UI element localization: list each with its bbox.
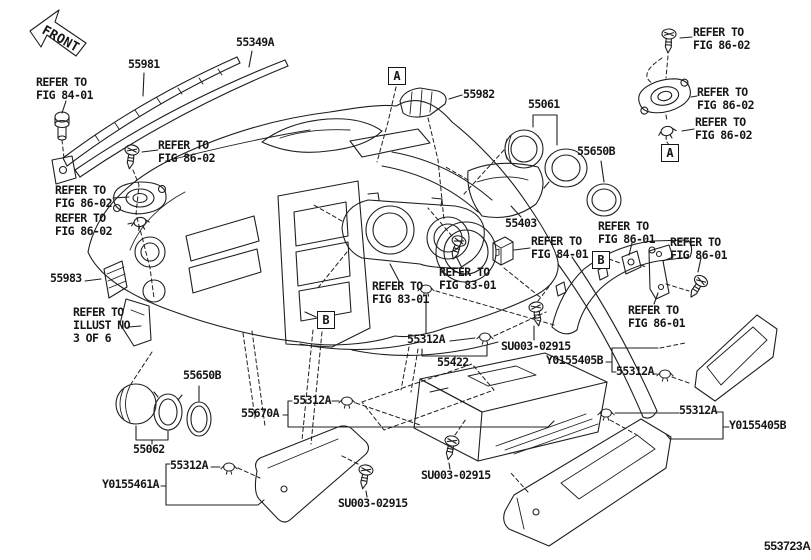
- part-label-55422: 55422: [437, 355, 469, 369]
- ref-label-fig83-01-right: REFER TO FIG 83-01: [439, 265, 497, 293]
- part-label-55312a-center: 55312A: [293, 393, 332, 407]
- register-55062: [115, 383, 183, 431]
- front-arrow-icon: [29, 9, 87, 57]
- bolt-fig84-01: [54, 111, 70, 141]
- louver-55983: [103, 260, 128, 299]
- part-label-55650b-bottom: 55650B: [183, 368, 222, 382]
- part-label-55312a-bottom-left: 55312A: [170, 458, 209, 472]
- clip-55312a-bottom-left-icon: [220, 462, 238, 475]
- part-label-su003-center: SU003-02915: [421, 468, 491, 482]
- footer-code: 553723A: [764, 539, 811, 553]
- defroster-strip-55349a: [74, 59, 289, 178]
- strip-end-clip: [51, 155, 77, 185]
- part-label-y0155405b-bottom: Y0155405B: [729, 418, 787, 432]
- part-label-55981: 55981: [128, 57, 160, 71]
- ref-label-fig86-02-right-screw: REFER TO FIG 86-02: [693, 25, 751, 53]
- clip-55312a-center-icon: [338, 396, 356, 409]
- part-label-55312a-mid-right: 55312A: [616, 364, 655, 378]
- defroster-strip-55981: [62, 56, 241, 167]
- part-label-55349a: 55349A: [236, 35, 275, 49]
- relay-fig84-01: [492, 236, 514, 266]
- screw-fig86-02-right-icon: [660, 28, 677, 54]
- callout-a-right: A: [661, 144, 679, 162]
- callout-a-top: A: [388, 67, 406, 85]
- screw-fig86-01-icon: [684, 272, 711, 302]
- part-label-55061: 55061: [528, 97, 560, 111]
- ref-label-fig86-02-right-clip: REFER TO FIG 86-02: [695, 115, 753, 143]
- assembly-lines: [61, 55, 690, 493]
- callout-b-right: B: [592, 251, 610, 269]
- cluster-meter-fig83-01: [341, 192, 485, 269]
- part-label-y0155405b-mid: Y0155405B: [546, 353, 604, 367]
- ref-label-illust-3-of-6: REFER TO ILLUST NO 3 OF 6: [73, 305, 131, 346]
- ref-label-fig86-01-upper: REFER TO FIG 86-01: [598, 219, 656, 247]
- part-label-55403: 55403: [505, 216, 537, 230]
- ring-55650b-bottom: [186, 401, 212, 437]
- ref-label-fig83-01-left: REFER TO FIG 83-01: [372, 279, 430, 307]
- vent-grille-55982: [399, 87, 447, 118]
- ref-label-fig86-02-top: REFER TO FIG 86-02: [158, 138, 216, 166]
- part-label-55982: 55982: [463, 87, 495, 101]
- panel-y0155461a: [254, 425, 370, 523]
- callout-b-left: B: [317, 311, 335, 329]
- panel-55403: [467, 162, 544, 219]
- register-55061: [504, 129, 588, 189]
- ref-label-fig84-01-top-left: REFER TO FIG 84-01: [36, 75, 94, 103]
- ref-label-fig86-01-right: REFER TO FIG 86-01: [670, 235, 728, 263]
- screw-su003-mid-icon: [527, 300, 547, 328]
- screw-su003-center-icon: [440, 434, 461, 462]
- screw-fig86-02-left-icon: [121, 143, 141, 171]
- part-label-55650b-top: 55650B: [577, 144, 616, 158]
- ref-label-fig86-01-lower: REFER TO FIG 86-01: [628, 303, 686, 331]
- bracket-fig86-01-b: [648, 244, 674, 300]
- bracket-fig86-01-a: [621, 250, 642, 275]
- ref-label-fig86-02-left-lower: REFER TO FIG 86-02: [55, 211, 113, 239]
- part-label-55062: 55062: [133, 442, 165, 456]
- panel-y0155405b-bottom: [503, 418, 672, 547]
- clip-55312a-mid-right-icon: [656, 369, 674, 382]
- part-label-55983: 55983: [50, 271, 82, 285]
- leader-lines: [61, 36, 730, 506]
- instrument-panel-body: [87, 100, 658, 419]
- grommet-fig86-02-right-icon: [634, 74, 695, 118]
- clip-fig86-02-right-icon: [656, 123, 679, 142]
- ref-label-fig84-01-mid: REFER TO FIG 84-01: [531, 234, 589, 262]
- clip-55312a-55422-icon: [476, 332, 494, 345]
- clip-fig86-02-left-icon: [129, 215, 152, 233]
- part-label-55312a-cluster: 55312A: [407, 332, 446, 346]
- panel-y0155405b-mid: [694, 314, 778, 402]
- part-label-su003-mid: SU003-02915: [501, 339, 571, 353]
- register-55422: [413, 352, 608, 462]
- ring-55650b-top: [586, 183, 622, 217]
- part-label-55312a-bottom-right: 55312A: [679, 403, 718, 417]
- part-label-y0155461a: Y0155461A: [102, 477, 160, 491]
- ref-label-fig86-02-right-grommet: REFER TO FIG 86-02: [697, 85, 755, 113]
- screw-su003-left-icon: [355, 463, 375, 491]
- ref-label-fig86-02-left-upper: REFER TO FIG 86-02: [55, 183, 113, 211]
- part-label-55670a: 55670A: [241, 406, 280, 420]
- part-label-su003-left: SU003-02915: [338, 496, 408, 510]
